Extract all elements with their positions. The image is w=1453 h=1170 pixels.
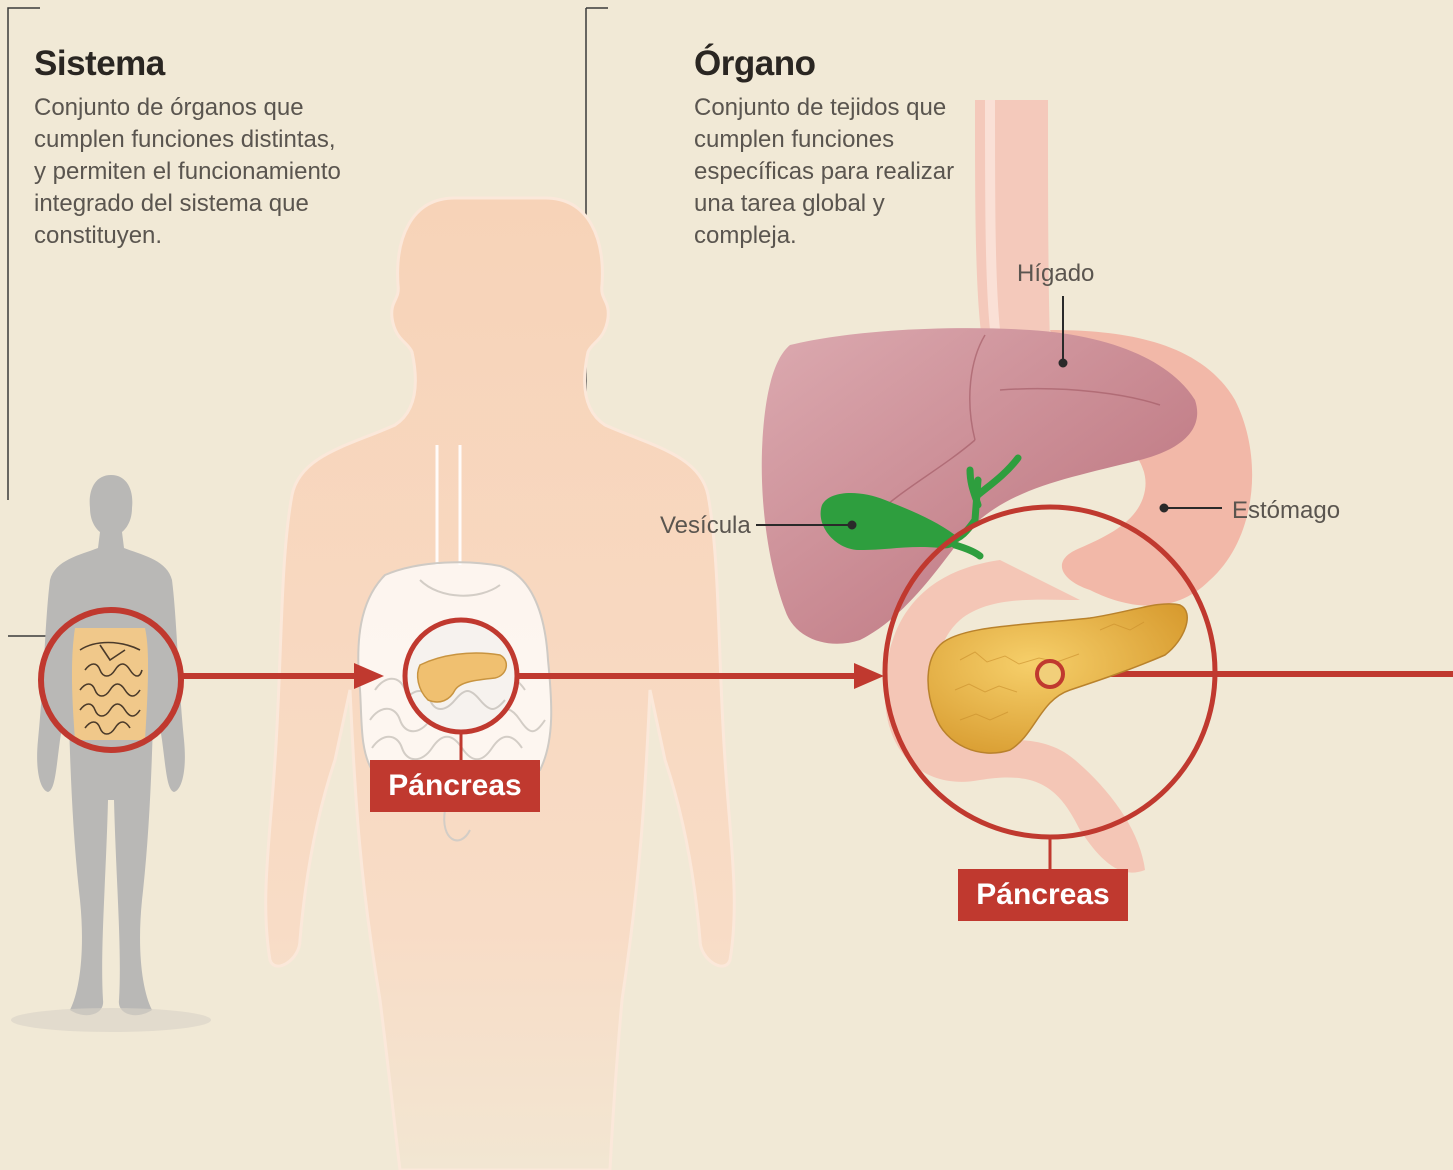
organo-title: Órgano	[694, 44, 815, 84]
organo-desc-line: cumplen funciones	[694, 124, 994, 156]
organo-description: Conjunto de tejidos que cumplen funcione…	[694, 92, 994, 252]
stomach-label: Estómago	[1232, 497, 1340, 525]
sistema-desc-line: cumplen funciones distintas,	[34, 124, 394, 156]
organo-desc-line: Conjunto de tejidos que	[694, 92, 994, 124]
pancreas-body-tag: Páncreas	[370, 760, 540, 812]
sistema-title: Sistema	[34, 44, 165, 84]
organo-desc-line: específicas para realizar	[694, 156, 994, 188]
sistema-desc-line: Conjunto de órganos que	[34, 92, 394, 124]
sistema-desc-line: constituyen.	[34, 220, 394, 252]
small-body-silhouette	[11, 475, 211, 1032]
liver-label: Hígado	[1017, 260, 1094, 288]
gallbladder-label: Vesícula	[660, 512, 751, 540]
sistema-description: Conjunto de órganos que cumplen funcione…	[34, 92, 394, 252]
pancreas-organ-tag: Páncreas	[958, 869, 1128, 921]
organo-desc-line: una tarea global y	[694, 188, 994, 220]
organo-desc-line: compleja.	[694, 220, 994, 252]
sistema-desc-line: y permiten el funcionamiento	[34, 156, 394, 188]
tissue-zoom-marker	[1037, 661, 1063, 687]
sistema-desc-line: integrado del sistema que	[34, 188, 394, 220]
